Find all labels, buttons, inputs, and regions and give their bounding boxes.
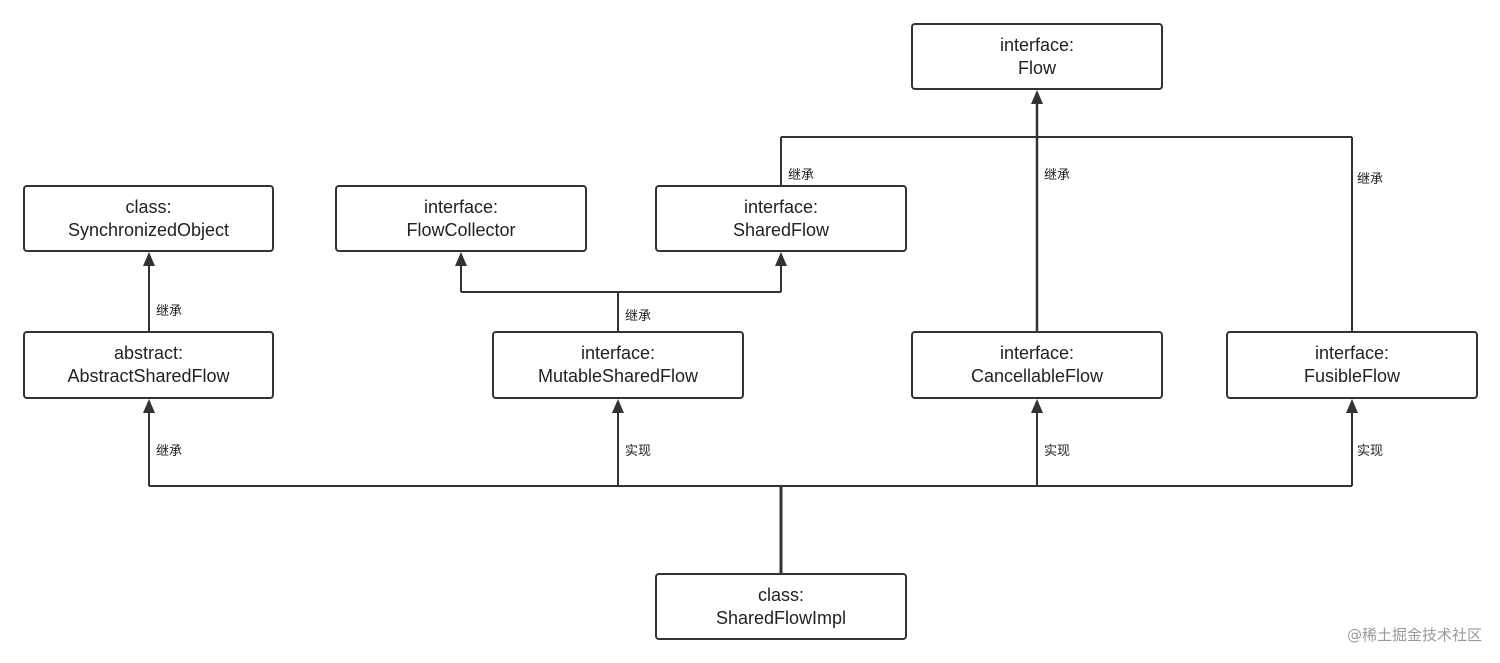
arrowhead-fusible [1346, 399, 1358, 413]
node-name: FusibleFlow [1303, 366, 1401, 386]
node-name: CancellableFlow [970, 366, 1104, 386]
node-kind: interface: [580, 343, 656, 363]
edge-label-impl-to-abstract: 继承 [156, 444, 183, 459]
node-synchronized-object: class: SynchronizedObject [23, 185, 274, 252]
node-shared-flow-impl: class: SharedFlowImpl [655, 573, 907, 640]
watermark: @稀土掘金技术社区 [1346, 626, 1482, 644]
arrowhead-mutable [612, 399, 624, 413]
node-kind: interface: [423, 196, 499, 217]
node-kind: abstract: [113, 343, 184, 363]
node-abstract-shared-flow: abstract: AbstractSharedFlow [23, 331, 274, 399]
edge-label-impl-to-cancellable: 实现 [1044, 444, 1071, 459]
arrowhead-sharedflow [775, 252, 787, 266]
node-cancellable-flow: interface: CancellableFlow [911, 331, 1163, 399]
node-name: SynchronizedObject [67, 219, 230, 240]
node-mutable-shared-flow: interface: MutableSharedFlow [492, 331, 744, 399]
node-name: SharedFlowImpl [715, 607, 847, 628]
edge-label-sharedflow-to-flow: 继承 [788, 168, 815, 183]
node-name: AbstractSharedFlow [67, 366, 230, 386]
node-kind: interface: [743, 196, 819, 217]
arrowhead-cancellable [1031, 399, 1043, 413]
arrowhead-flow [1031, 90, 1043, 104]
node-shared-flow: interface: SharedFlow [655, 185, 907, 252]
node-name: Flow [1017, 57, 1056, 78]
arrowhead-abstract [143, 399, 155, 413]
node-kind: interface: [999, 34, 1075, 55]
edge-label-fusible-to-flow: 继承 [1357, 172, 1384, 187]
node-kind: interface: [999, 343, 1075, 363]
node-name: SharedFlow [732, 219, 830, 240]
arrowhead-synchronized [143, 252, 155, 266]
node-flow-collector: interface: FlowCollector [335, 185, 587, 252]
edge-label-abstract-to-synchronized: 继承 [156, 304, 183, 319]
node-name: FlowCollector [406, 219, 516, 240]
node-name: MutableSharedFlow [537, 366, 699, 386]
node-kind: class: [757, 584, 804, 605]
edge-label-cancellable-to-flow: 继承 [1044, 168, 1071, 183]
node-flow: interface: Flow [911, 23, 1163, 90]
node-kind: class: [125, 196, 172, 217]
edge-label-mutable-to-parents: 继承 [625, 309, 652, 324]
edge-label-impl-to-mutable: 实现 [625, 444, 652, 459]
node-kind: interface: [1314, 343, 1390, 363]
node-fusible-flow: interface: FusibleFlow [1226, 331, 1478, 399]
edge-label-impl-to-fusible: 实现 [1357, 444, 1384, 459]
arrowhead-collector [455, 252, 467, 266]
